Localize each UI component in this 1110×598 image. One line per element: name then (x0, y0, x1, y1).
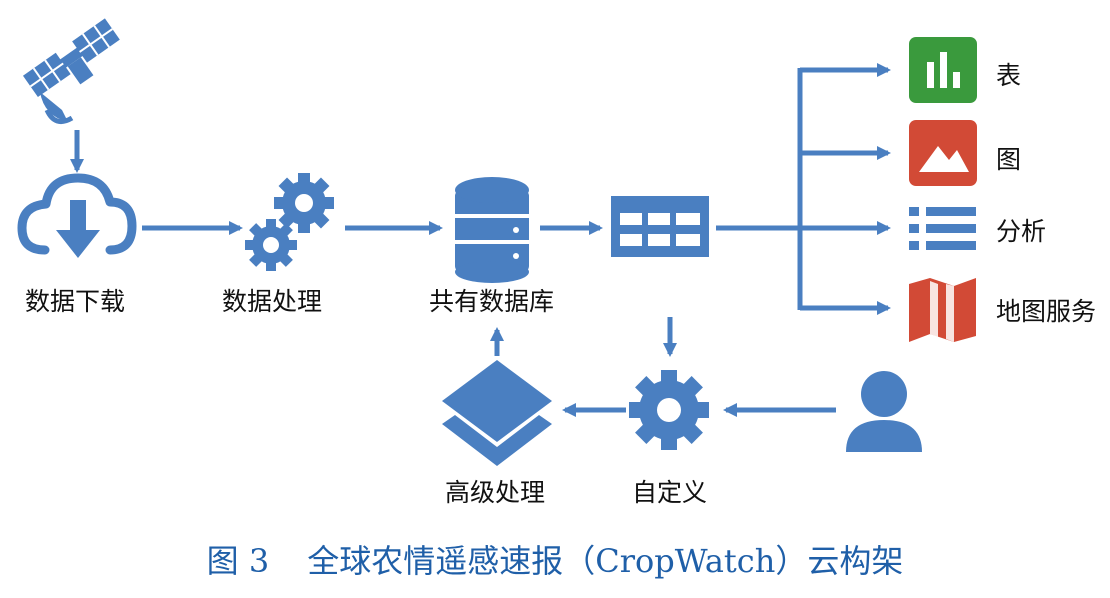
figure-title: 全球农情遥感速报（CropWatch）云构架 (307, 542, 904, 580)
map-icon (909, 278, 976, 342)
image-icon (909, 120, 977, 186)
label-database: 共有数据库 (429, 287, 555, 316)
gears-icon (245, 173, 334, 271)
satellite-icon (22, 18, 120, 125)
layers-icon (442, 360, 552, 466)
database-icon (455, 177, 529, 283)
label-output-analysis: 分析 (996, 217, 1047, 246)
grid-table-icon (611, 196, 709, 257)
figure-caption: 图 3 全球农情遥感速报（CropWatch）云构架 (0, 536, 1110, 582)
user-icon (846, 371, 922, 452)
label-custom: 自定义 (632, 478, 708, 507)
figure-number: 图 3 (206, 542, 270, 580)
list-icon (909, 207, 976, 250)
label-download: 数据下载 (25, 287, 126, 316)
label-processing: 数据处理 (222, 287, 323, 316)
label-output-map-service: 地图服务 (996, 297, 1097, 326)
cloud-download-icon (17, 173, 137, 258)
label-advanced: 高级处理 (445, 478, 546, 507)
label-output-map-image: 图 (996, 145, 1022, 174)
label-output-table: 表 (996, 61, 1022, 90)
gear-icon (629, 370, 709, 450)
output-branches (716, 63, 891, 315)
bar-chart-icon (909, 37, 977, 103)
